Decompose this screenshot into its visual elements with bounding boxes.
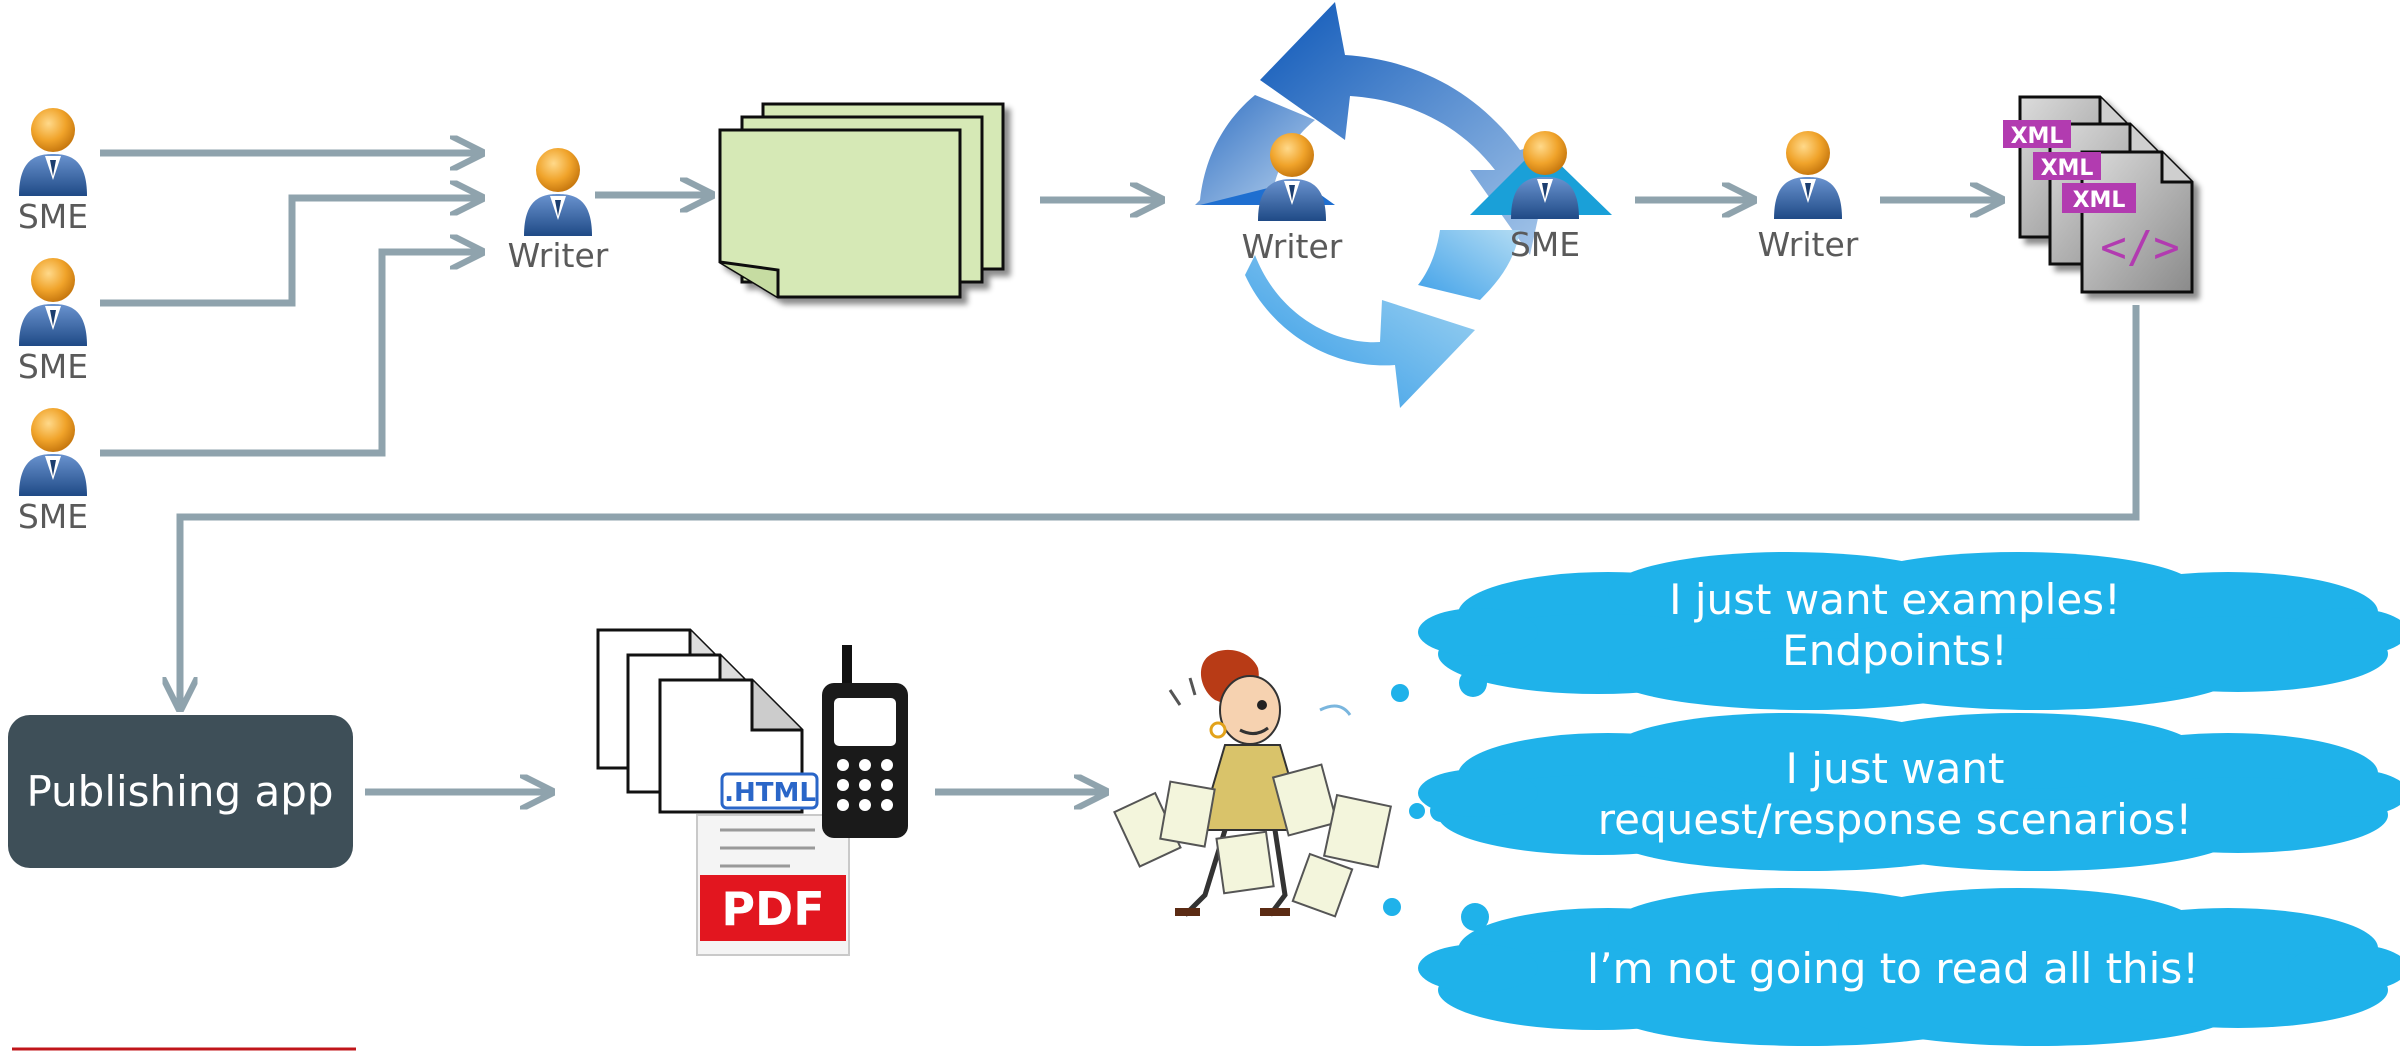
sme-review-person: SME bbox=[1510, 131, 1580, 264]
cloud-text-line: request/response scenarios! bbox=[1598, 795, 2192, 844]
sme-label: SME bbox=[18, 497, 88, 536]
xml-documents-stack: XML XML XML </> bbox=[2003, 95, 2194, 294]
cloud-text-line: I’m not going to read all this! bbox=[1587, 944, 2199, 993]
cycle-arrow-top bbox=[1260, 2, 1555, 255]
connector-arrow bbox=[100, 198, 478, 307]
person-icon bbox=[1774, 131, 1842, 219]
frustrated-reader-illustration bbox=[1113, 649, 1393, 918]
pdf-document-icon: PDF bbox=[696, 814, 850, 956]
draft-documents-stack bbox=[718, 102, 1005, 299]
sme-person-2: SME bbox=[18, 258, 88, 386]
publishing-app-box: Publishing app bbox=[8, 715, 353, 868]
cycle-arrow-bottom bbox=[1245, 255, 1475, 408]
sme-label: SME bbox=[18, 347, 88, 386]
person-icon bbox=[524, 148, 592, 236]
speech-cloud-read-all: I’m not going to read all this! bbox=[1418, 888, 2400, 1046]
code-glyph: </> bbox=[2100, 222, 2179, 273]
speech-cloud-examples: I just want examples! Endpoints! bbox=[1418, 552, 2400, 710]
sme-person-1: SME bbox=[18, 108, 88, 236]
writer-person-3: Writer bbox=[1758, 131, 1859, 264]
speech-cloud-scenarios: I just want request/response scenarios! bbox=[1418, 713, 2400, 871]
html-badge: .HTML bbox=[720, 772, 819, 810]
pdf-label: PDF bbox=[721, 882, 824, 936]
writer-person-1: Writer bbox=[508, 148, 609, 275]
xml-badge-text: XML bbox=[2011, 124, 2064, 149]
person-icon bbox=[19, 258, 87, 346]
html-label: .HTML bbox=[724, 778, 816, 808]
publishing-app-label: Publishing app bbox=[26, 767, 333, 816]
sme-person-3: SME bbox=[18, 408, 88, 536]
writer-label: Writer bbox=[508, 236, 609, 275]
output-formats: PDF .HTML bbox=[596, 628, 908, 956]
writer-person-2: Writer bbox=[1242, 133, 1343, 266]
person-icon bbox=[19, 408, 87, 496]
cloud-text-line: I just want examples! bbox=[1669, 575, 2121, 624]
xml-badge-2: XML bbox=[2033, 152, 2101, 181]
cloud-text-line: I just want bbox=[1786, 744, 2005, 793]
xml-badge-1: XML bbox=[2003, 120, 2071, 149]
writer-label: Writer bbox=[1758, 225, 1859, 264]
connector-arrow-to-publishing bbox=[180, 305, 2140, 705]
sme-to-writer-connectors bbox=[100, 153, 478, 457]
xml-badge-3: XML bbox=[2062, 183, 2136, 213]
xml-badge-text: XML bbox=[2073, 188, 2126, 213]
mobile-phone-icon bbox=[822, 645, 908, 838]
sme-label: SME bbox=[1510, 225, 1580, 264]
connector-arrow bbox=[100, 252, 478, 457]
cloud-text-line: Endpoints! bbox=[1782, 626, 2008, 675]
sme-label: SME bbox=[18, 197, 88, 236]
writer-label: Writer bbox=[1242, 227, 1343, 266]
xml-badge-text: XML bbox=[2041, 156, 2094, 181]
output-documents-stack bbox=[596, 628, 804, 814]
person-icon bbox=[19, 108, 87, 196]
